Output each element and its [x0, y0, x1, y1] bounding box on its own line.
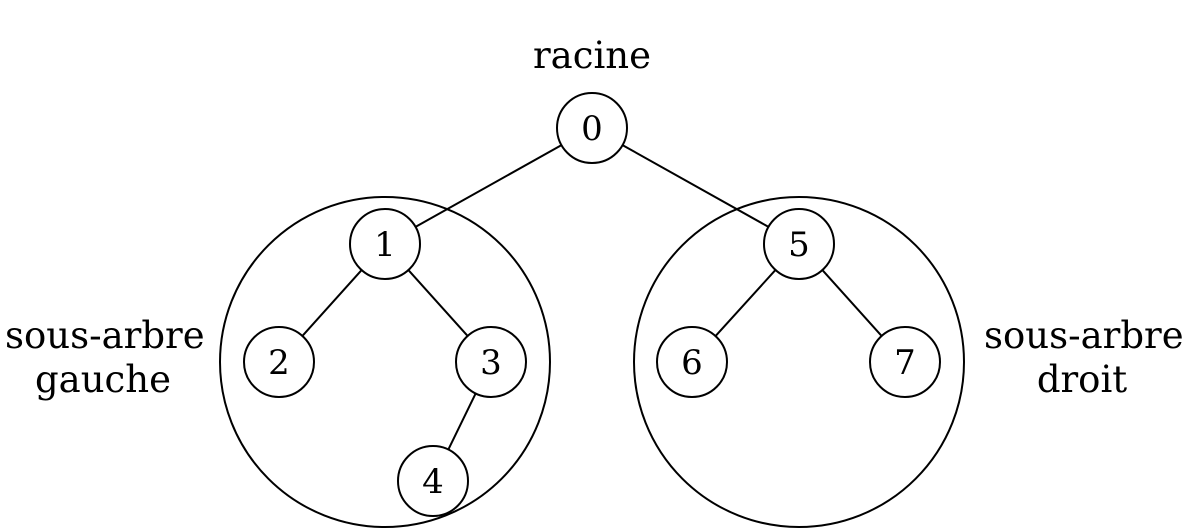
- node-circle: [397, 445, 469, 517]
- node-circle: [349, 208, 421, 280]
- node-label: 2: [268, 343, 290, 383]
- edge-0-5: [622, 144, 769, 228]
- edge-5-7: [821, 269, 883, 337]
- edge-3-4: [447, 393, 477, 450]
- tree-node-5: 5: [763, 208, 835, 280]
- left-subtree-label-line1: sous-arbre: [5, 314, 205, 357]
- node-circle: [656, 326, 728, 398]
- tree-node-3: 3: [455, 326, 527, 398]
- node-circle: [455, 326, 527, 398]
- right-subtree-circle: [633, 196, 965, 528]
- tree-nodes: 0 1 2 3 4 5 6 7: [243, 92, 941, 517]
- node-circle: [763, 208, 835, 280]
- root-label: racine: [532, 34, 652, 77]
- right-subtree-label-line1: sous-arbre: [984, 314, 1183, 357]
- node-label: 7: [894, 343, 916, 383]
- right-subtree-label-line2: droit: [1036, 358, 1128, 401]
- tree-node-0: 0: [556, 92, 628, 164]
- node-label: 0: [581, 109, 603, 149]
- left-subtree-label: sous-arbre gauche: [5, 314, 205, 402]
- edge-5-6: [714, 269, 777, 337]
- node-circle: [556, 92, 628, 164]
- node-label: 1: [374, 225, 396, 265]
- tree-node-2: 2: [243, 326, 315, 398]
- left-subtree-circle: [219, 196, 551, 528]
- node-circle: [869, 326, 941, 398]
- edge-1-3: [407, 269, 469, 337]
- edge-0-1: [415, 144, 562, 228]
- edge-1-2: [301, 269, 363, 337]
- node-label: 5: [788, 225, 810, 265]
- tree-node-6: 6: [656, 326, 728, 398]
- node-label: 3: [480, 343, 502, 383]
- node-label: 4: [422, 462, 444, 502]
- node-label: 6: [681, 343, 703, 383]
- node-circle: [243, 326, 315, 398]
- right-subtree-label: sous-arbre droit: [984, 314, 1183, 402]
- left-subtree-label-line2: gauche: [34, 358, 172, 401]
- tree-edges: [301, 144, 883, 450]
- tree-node-7: 7: [869, 326, 941, 398]
- tree-node-1: 1: [349, 208, 421, 280]
- tree-node-4: 4: [397, 445, 469, 517]
